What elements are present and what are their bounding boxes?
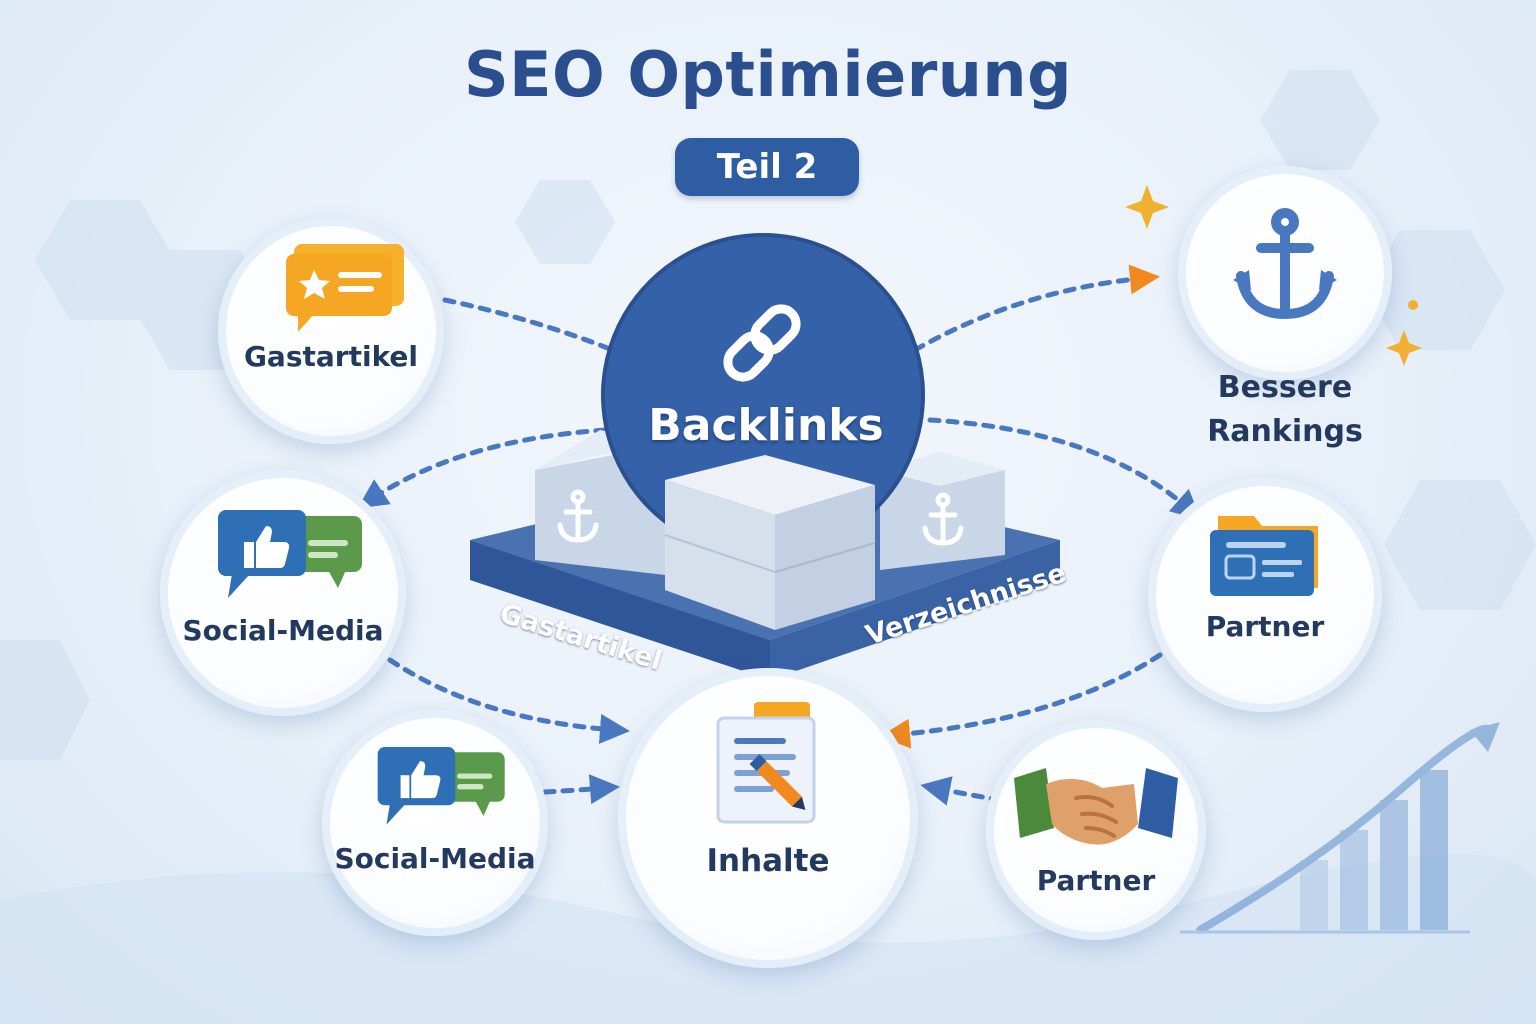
folder-card-icon [1210,516,1318,596]
rankings-label-line2: Rankings [1207,414,1363,449]
link-hub-socialmedia [357,427,608,509]
subtitle-badge: Teil 2 [675,138,859,196]
star-message-icon [286,244,404,332]
node-label: Partner [1205,610,1325,643]
link-social2-inhalte [542,774,620,805]
backlinks-hub [603,235,923,555]
page-title: SEO Optimierung [464,38,1072,111]
node-partner-folder: Partner [1148,478,1382,712]
node-label: Social-Media [182,614,384,647]
hub-label: Backlinks [648,400,884,451]
anchor-icon [557,489,964,546]
link-partner-inhalte [880,652,1163,749]
link-hub-rankings [912,264,1160,353]
handshake-icon [1014,768,1178,845]
link-hub-partner [927,417,1202,520]
social-like-chat-icon [218,510,362,598]
node-label: Inhalte [706,843,830,879]
document-edit-icon [716,702,816,824]
node-label: Social-Media [334,842,536,875]
node-social-media: Social-Media [322,710,548,936]
node-label: Partner [1036,864,1156,897]
rankings-label-line1: Bessere [1217,370,1353,405]
link-gastartikel-hub [442,297,628,358]
node-bessere-rankings [1178,166,1392,380]
anchor-icon [1233,208,1337,320]
node-label: Gastartikel [243,340,419,373]
center-block [664,455,876,630]
chain-link-icon [723,304,801,382]
node-partner-handshake: Partner [986,720,1206,940]
growth-chart-icon [1180,722,1500,934]
node-social-media: Social-Media [160,470,406,716]
node-inhalte: Inhalte [618,668,918,968]
social-like-chat-icon [377,747,505,825]
link-socialmedia-inhalte [387,657,630,744]
node-gastartikel: Gastartikel [218,218,444,444]
